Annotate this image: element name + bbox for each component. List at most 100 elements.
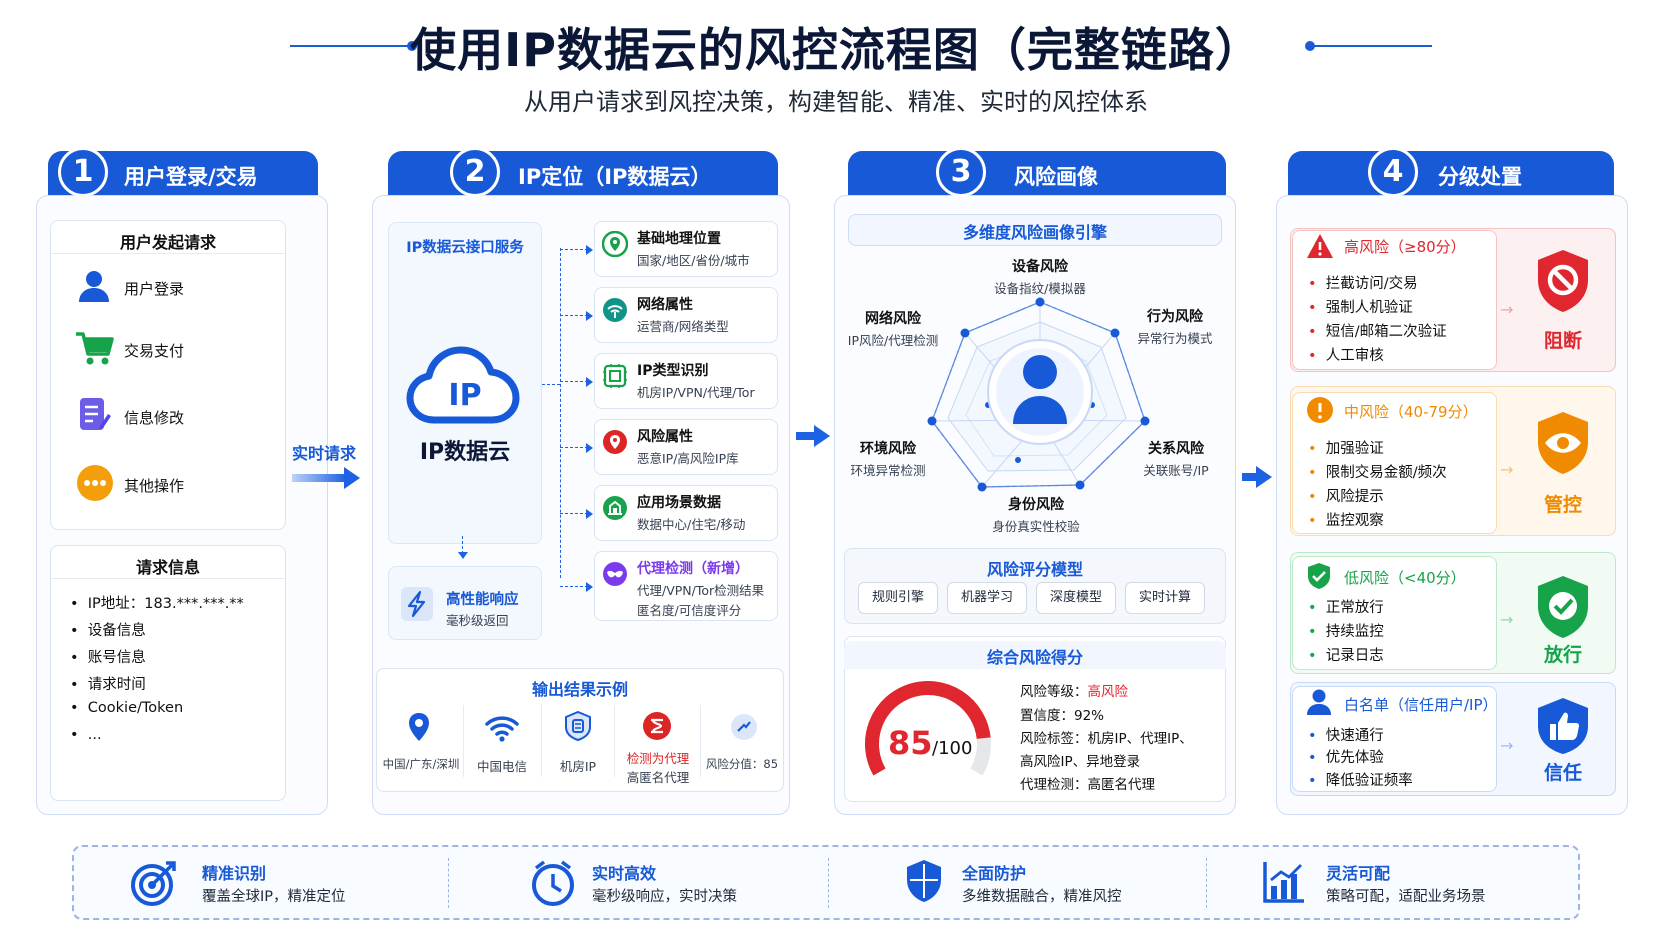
risk-model-title: 风险评分模型 <box>986 560 1083 579</box>
engine-title: 多维度风险画像引擎 <box>962 223 1107 242</box>
dim-label: 关系风险 <box>1148 441 1204 457</box>
request-card-title: 用户发起请求 <box>119 233 216 252</box>
engine-title-bar <box>848 214 1222 246</box>
output-label: 风险分值：85 <box>705 757 779 771</box>
step-label: IP定位（IP数据云） <box>518 165 712 189</box>
tier-item: • 风险提示 <box>1308 489 1384 505</box>
title-dot-left <box>407 41 417 51</box>
feature-separator <box>448 858 449 908</box>
feature-sub: 多维数据融合，精准风控 <box>962 889 1122 905</box>
tier-item: • 拦截访问/交易 <box>1308 276 1418 292</box>
tier-item: • 限制交易金额/频次 <box>1308 465 1447 481</box>
branch-arrow-head <box>586 377 593 387</box>
tier-title: 低风险（<40分） <box>1344 569 1466 587</box>
model-tag: 规则引擎 <box>858 582 938 614</box>
model-tag: 机器学习 <box>947 582 1027 614</box>
user-profile-icon <box>1012 350 1068 430</box>
tier-action: 信任 <box>1543 762 1582 784</box>
model-tag: 实时计算 <box>1125 582 1205 614</box>
step-label: 用户登录/交易 <box>124 165 258 189</box>
action-label: 信息修改 <box>124 409 185 427</box>
tier-item: • 强制人机验证 <box>1308 300 1413 316</box>
dim-sub: 身份真实性校验 <box>992 519 1080 534</box>
ip-type-icon <box>602 363 628 393</box>
ip-attr-sub: 代理/VPN/Tor检测结果 <box>637 583 765 598</box>
ip-attr-sub: 恶意IP/高风险IP库 <box>637 451 739 466</box>
proxy-alert-icon <box>642 711 672 745</box>
feature-sub: 覆盖全球IP，精准定位 <box>202 889 346 905</box>
shopping-cart-icon <box>74 330 114 370</box>
mask-icon <box>602 561 628 591</box>
title-line-left <box>290 45 412 47</box>
server-icon <box>563 710 593 745</box>
branch-arrow-head <box>586 509 593 519</box>
feature-separator <box>1206 858 1207 908</box>
tier-arrow: → <box>1500 736 1514 755</box>
step-tab-4: 4 分级处置 <box>1288 147 1614 197</box>
tier-item: • 短信/邮箱二次验证 <box>1308 324 1447 340</box>
info-item: • ... <box>70 727 102 743</box>
score-value: 85 <box>888 724 933 762</box>
ip-attr-sub: 机房IP/VPN/代理/Tor <box>637 385 755 400</box>
thumbs-up-icon <box>1534 696 1592 760</box>
realtime-request-label: 实时请求 <box>292 444 357 463</box>
step-label: 分级处置 <box>1438 165 1522 189</box>
output-example-title: 输出结果示例 <box>531 680 628 699</box>
model-tag: 深度模型 <box>1036 582 1116 614</box>
edit-form-icon <box>78 396 112 438</box>
tier-item: • 加强验证 <box>1308 441 1384 457</box>
step-number: 3 <box>936 147 986 197</box>
output-label: 机房IP <box>559 759 597 774</box>
branch-arrow-head <box>586 311 593 321</box>
ip-service-title: IP数据云接口服务 <box>406 240 524 256</box>
feature-sub: 策略可配，适配业务场景 <box>1326 889 1486 905</box>
ip-attr-sub: 数据中心/住宅/移动 <box>637 517 746 532</box>
step-tab-2: 2 IP定位（IP数据云） <box>388 147 778 197</box>
feature-title: 全面防护 <box>962 864 1027 883</box>
lightning-icon <box>400 586 434 626</box>
ip-attr-title: 应用场景数据 <box>637 495 721 511</box>
warning-icon <box>1306 233 1334 263</box>
feature-separator <box>828 858 829 908</box>
request-card: 用户发起请求 <box>50 220 286 530</box>
feature-sub: 毫秒级响应，实时决策 <box>592 889 737 905</box>
flow-arrow-head <box>344 467 360 489</box>
score-gauge <box>865 681 991 776</box>
step-label: 风险画像 <box>1014 165 1098 189</box>
tags-line: 风险标签：机房IP、代理IP、 <box>1020 731 1193 747</box>
page-subtitle: 从用户请求到风控决策，构建智能、精准、实时的风控体系 <box>524 88 1148 116</box>
down-dashed-connector <box>462 536 463 554</box>
branch-connector <box>560 381 588 382</box>
tier-arrow: → <box>1500 460 1514 479</box>
tier-action: 管控 <box>1543 494 1582 516</box>
request-info-title: 请求信息 <box>135 558 200 577</box>
tier-action: 放行 <box>1543 644 1582 666</box>
branch-connector <box>560 315 588 316</box>
action-label: 其他操作 <box>124 477 185 495</box>
clock-icon <box>530 858 576 912</box>
tier-action: 阻断 <box>1543 330 1582 352</box>
flow-arrow-shaft <box>292 474 346 482</box>
tier-item: • 快速通行 <box>1308 728 1384 744</box>
feature-bar <box>72 845 1580 920</box>
flow-arrow-shaft <box>796 432 816 440</box>
branch-connector <box>560 447 588 448</box>
feature-title: 实时高效 <box>592 864 657 883</box>
tier-item: • 持续监控 <box>1308 624 1384 640</box>
tier-whitelist-card <box>1292 686 1497 792</box>
info-item: • Cookie/Token <box>70 700 184 716</box>
score-title: 综合风险得分 <box>986 648 1083 667</box>
dim-label: 身份风险 <box>1008 497 1064 513</box>
branch-arrow-head <box>586 582 593 592</box>
branch-connector <box>542 384 560 385</box>
dim-sub: 关联账号/IP <box>1143 463 1209 478</box>
page-title: 使用IP数据云的风控流程图（完整链路） <box>410 23 1262 77</box>
tier-item: • 降低验证频率 <box>1308 773 1413 789</box>
ip-cloud-text: IP <box>448 378 482 413</box>
down-arrow-head <box>458 552 468 559</box>
tier-item: • 人工审核 <box>1308 348 1384 364</box>
ip-attr-card-proxy <box>594 551 778 621</box>
branch-connector <box>560 513 588 514</box>
dim-sub: 设备指纹/模拟器 <box>994 281 1086 296</box>
ip-attr-title: 代理检测（新增） <box>637 561 749 577</box>
